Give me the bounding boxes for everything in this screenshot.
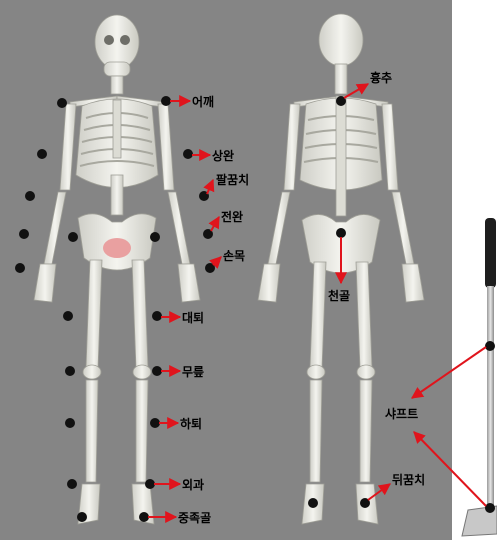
marker-left-elbow <box>25 191 35 201</box>
label-lower-leg: 하퇴 <box>180 416 202 431</box>
golf-club <box>462 218 497 536</box>
marker-shaft-bottom <box>485 503 495 513</box>
marker-left-knee <box>65 366 75 376</box>
marker-left-thigh <box>63 311 73 321</box>
label-shoulder: 어깨 <box>192 94 214 109</box>
label-heel: 뒤꿈치 <box>392 472 425 487</box>
marker-left-wrist <box>15 263 25 273</box>
marker-left-ankle <box>67 479 77 489</box>
marker-right-thigh <box>152 311 162 321</box>
marker-shaft-top <box>485 341 495 351</box>
marker-right-foot <box>139 512 149 522</box>
label-thoracic: 흉추 <box>370 70 392 85</box>
marker-left-heel <box>308 498 318 508</box>
marker-left-upper-arm <box>37 149 47 159</box>
label-upper-arm: 상완 <box>212 148 234 163</box>
marker-left-lower-leg <box>65 418 75 428</box>
club-grip <box>485 218 496 288</box>
label-forearm: 전완 <box>221 209 243 224</box>
marker-sacrum <box>336 228 346 238</box>
marker-right-upper-arm <box>183 149 193 159</box>
marker-right-ankle <box>145 479 155 489</box>
label-thigh: 대퇴 <box>182 310 204 325</box>
marker-right-lower-leg <box>150 418 160 428</box>
marker-right-hip <box>150 232 160 242</box>
marker-left-shoulder <box>57 98 67 108</box>
marker-left-hip <box>68 232 78 242</box>
label-wrist: 손목 <box>223 249 245 263</box>
label-ankle: 외과 <box>182 477 204 492</box>
label-metatarsal: 중족골 <box>178 511 211 525</box>
marker-right-shoulder <box>161 96 171 106</box>
marker-right-knee <box>152 366 162 376</box>
label-knee: 무릎 <box>182 364 204 379</box>
label-elbow: 팔꿈치 <box>216 172 249 187</box>
marker-left-forearm <box>19 229 29 239</box>
label-sacrum: 천골 <box>328 288 350 303</box>
label-shaft: 샤프트 <box>385 406 418 421</box>
marker-left-foot <box>77 512 87 522</box>
club-shaft <box>487 286 494 511</box>
